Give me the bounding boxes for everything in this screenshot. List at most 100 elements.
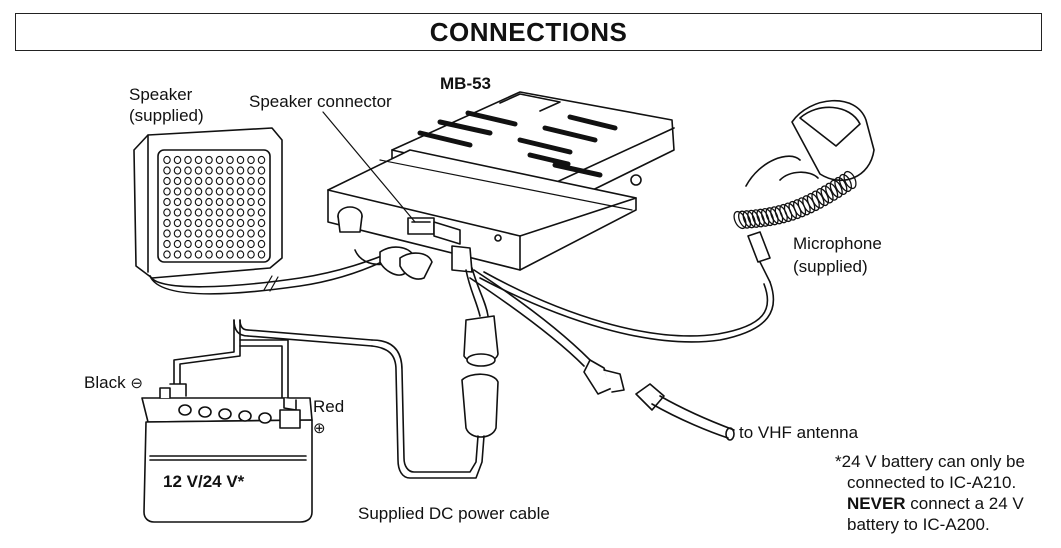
coil-loop [733, 210, 747, 230]
coil-loop [834, 176, 848, 195]
grille-hole [247, 187, 255, 196]
grille-hole [247, 176, 255, 186]
grille-hole [184, 176, 192, 186]
battery-note: *24 V battery can only be connected to I… [835, 451, 1025, 535]
grille-hole [226, 187, 234, 196]
grille-hole [194, 176, 203, 186]
red-terminal-label: Red [313, 397, 345, 416]
microphone-coil-cord [733, 170, 857, 230]
grille-hole [194, 166, 203, 175]
grille-hole [163, 176, 171, 186]
grille-hole [257, 218, 266, 228]
grille-hole [226, 239, 234, 249]
grille-hole [236, 250, 245, 259]
grille-hole [163, 197, 171, 207]
grille-hole [163, 239, 171, 249]
grille-hole [236, 239, 245, 249]
coil-loop [756, 208, 770, 227]
grille-hole [215, 166, 224, 175]
grille-hole [236, 208, 245, 217]
grille-hole [205, 250, 213, 259]
grille-hole [184, 208, 192, 217]
grille-hole [205, 218, 213, 228]
grille-hole [236, 187, 245, 196]
grille-hole [257, 176, 266, 186]
grille-hole [257, 187, 266, 196]
grille-hole [226, 155, 234, 165]
grille-hole [257, 166, 266, 175]
grille-hole [257, 250, 266, 259]
grille-hole [257, 208, 266, 217]
black-terminal-text: Black [84, 373, 126, 392]
grille-hole [184, 229, 192, 238]
grille-hole [184, 197, 192, 207]
black-terminal-label: Black ⊖ [84, 372, 143, 394]
grille-hole [247, 239, 255, 249]
grille-hole [215, 229, 224, 238]
grille-hole [205, 229, 213, 238]
coil-loop [843, 170, 857, 190]
grille-hole [215, 239, 224, 249]
note-line4: battery to IC-A200. [847, 515, 990, 534]
coil-loop [747, 209, 761, 228]
grille-hole [163, 187, 171, 196]
grille-hole [215, 155, 224, 165]
coil-loop [738, 210, 752, 229]
coil-loop [774, 205, 788, 224]
grille-hole [173, 208, 182, 217]
note-line3-rest: connect a 24 V [905, 494, 1024, 513]
grille-hole [184, 166, 192, 175]
speaker-label-line2: (supplied) [129, 106, 204, 125]
grille-hole [184, 187, 192, 196]
grille-hole [173, 155, 182, 165]
grille-hole [184, 155, 192, 165]
grille-hole [205, 155, 213, 165]
grille-hole [173, 176, 182, 186]
grille-hole [257, 229, 266, 238]
grille-hole [247, 229, 255, 238]
grille-hole [173, 197, 182, 207]
microphone-cable [479, 231, 775, 343]
grille-hole [194, 197, 203, 207]
grille-hole [194, 208, 203, 217]
grille-hole [194, 239, 203, 249]
plus-symbol: ⊕ [313, 420, 326, 437]
battery-voltage-label: 12 V/24 V* [163, 472, 245, 491]
grille-hole [194, 218, 203, 228]
speaker-connector-label: Speaker connector [249, 92, 392, 111]
dc-power-cable [173, 267, 499, 479]
grille-hole [236, 229, 245, 238]
grille-hole [194, 250, 203, 259]
minus-symbol: ⊖ [130, 375, 143, 392]
grille-hole [163, 155, 171, 165]
note-never: NEVER [847, 494, 906, 513]
grille-hole [173, 239, 182, 249]
grille-hole [215, 218, 224, 228]
grille-hole [226, 208, 234, 217]
grille-hole [247, 250, 255, 259]
grille-hole [205, 166, 213, 175]
grille-hole [236, 155, 245, 165]
grille-hole [163, 166, 171, 175]
grille-hole [236, 197, 245, 207]
grille-hole [205, 197, 213, 207]
page-title: CONNECTIONS [429, 16, 628, 47]
microphone [745, 99, 875, 187]
grille-hole [226, 250, 234, 259]
grille-hole [184, 250, 192, 259]
grille-hole [163, 218, 171, 228]
coil-loop [742, 210, 756, 229]
speaker-grille [163, 155, 266, 259]
coil-loop [751, 209, 765, 228]
grille-hole [184, 239, 192, 249]
grille-hole [163, 229, 171, 238]
grille-hole [257, 155, 266, 165]
note-line3: NEVER connect a 24 V [835, 493, 1025, 514]
speaker-cable [149, 251, 393, 295]
grille-hole [226, 176, 234, 186]
coil-loop [770, 206, 784, 225]
grille-hole [215, 197, 224, 207]
grille-hole [226, 197, 234, 207]
grille-hole [236, 218, 245, 228]
